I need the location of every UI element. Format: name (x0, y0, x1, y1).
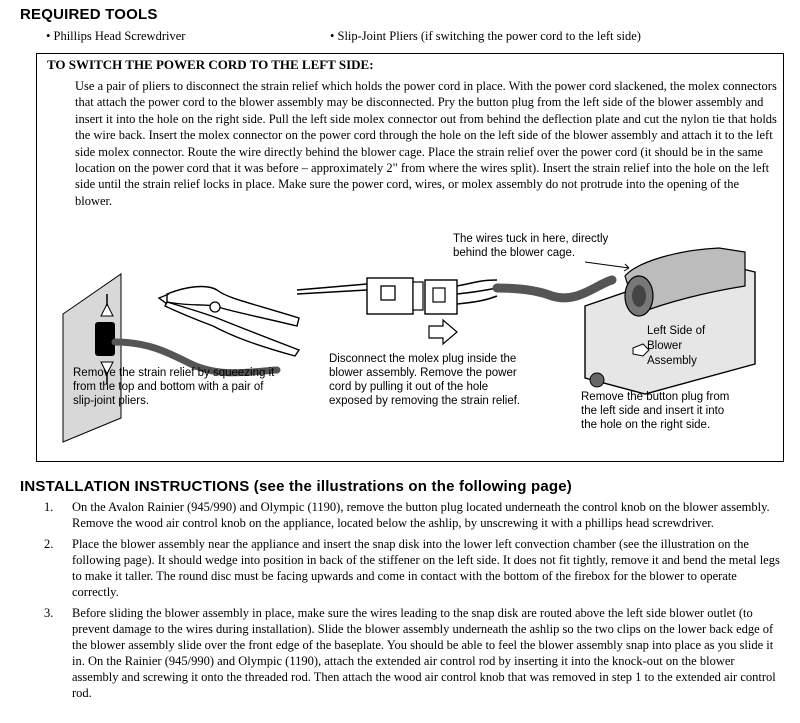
caption-wires-tuck: The wires tuck in here, directly behind … (453, 233, 609, 259)
installation-heading: INSTALLATION INSTRUCTIONS (see the illus… (20, 478, 572, 495)
step-text: Place the blower assembly near the appli… (72, 537, 780, 599)
step-number: 2. (44, 537, 54, 551)
list-item: 1. On the Avalon Rainier (945/990) and Ol… (0, 499, 800, 531)
list-item: 3. Before sliding the blower assembly in … (0, 605, 800, 701)
power-cord-left (111, 338, 281, 377)
caption-strain-relief: Remove the strain relief by squeezing it… (73, 367, 275, 407)
tool-item-pliers: • Slip-Joint Pliers (if switching the po… (330, 29, 641, 43)
switch-cord-heading: TO SWITCH THE POWER CORD TO THE LEFT SID… (47, 57, 374, 72)
step-text: On the Avalon Rainier (945/990) and Olym… (72, 500, 770, 530)
list-item: 2. Place the blower assembly near the app… (0, 536, 800, 600)
switch-cord-box: TO SWITCH THE POWER CORD TO THE LEFT SID… (36, 53, 784, 462)
switch-cord-illustration: Remove the strain relief by squeezing it… (37, 222, 785, 462)
installation-steps: 1. On the Avalon Rainier (945/990) and Ol… (0, 499, 800, 706)
required-tools-heading: REQUIRED TOOLS (20, 6, 158, 23)
switch-cord-paragraph: Use a pair of pliers to disconnect the s… (75, 79, 777, 208)
caption-left-side: Left Side of Blower Assembly (647, 325, 706, 367)
caption-button-plug: Remove the button plug from the left sid… (581, 391, 730, 431)
molex-connector-drawing (296, 275, 617, 346)
blower-assembly-drawing (584, 247, 756, 395)
pliers-drawing (157, 285, 301, 357)
illustration-drawing (62, 247, 756, 443)
step-text: Before sliding the blower assembly in pl… (72, 606, 776, 700)
wall-panel-drawing (62, 273, 122, 443)
caption-molex: Disconnect the molex plug inside the blo… (329, 353, 521, 407)
step-number: 3. (44, 606, 54, 620)
step-number: 1. (44, 500, 54, 514)
tool-item-screwdriver: • Phillips Head Screwdriver (46, 29, 186, 43)
